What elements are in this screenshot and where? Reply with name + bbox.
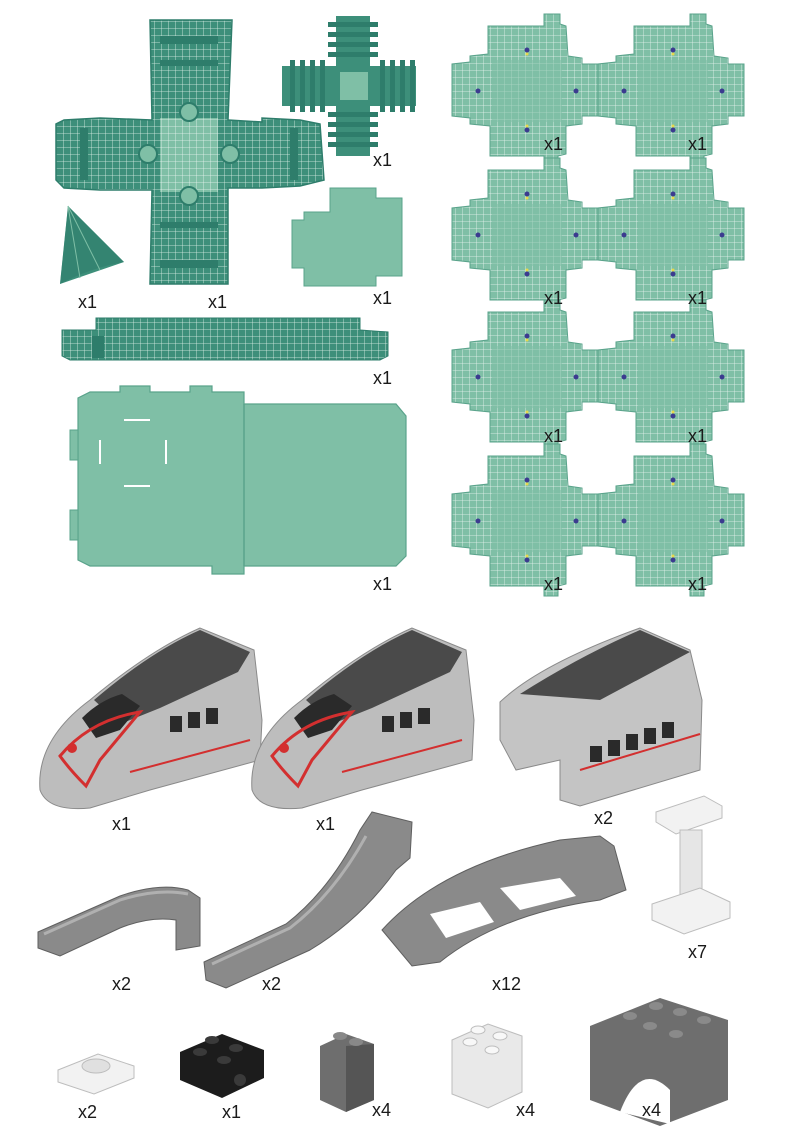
qty-label-arch-brick: x4 — [642, 1100, 662, 1120]
cross-panel-icon — [451, 13, 599, 167]
qty-label-short-ramp: x2 — [112, 974, 132, 994]
qty-label-small-cross-4: x1 — [688, 288, 708, 308]
cross-panel-icon — [451, 299, 599, 453]
qty-label-round-plate: x2 — [78, 1102, 98, 1122]
train-carriage-icon — [499, 627, 703, 807]
cross-panel-icon — [597, 443, 745, 597]
round-plate-icon — [57, 1053, 135, 1095]
white-brick-icon — [451, 1023, 523, 1109]
qty-label-small-cross-8: x1 — [688, 574, 708, 594]
curved-track-icon — [381, 835, 627, 967]
black-brick-icon — [180, 1034, 264, 1098]
train-head-icon — [251, 627, 475, 810]
qty-label-train-head-1: x1 — [112, 814, 132, 834]
qty-label-small-cross-2: x1 — [688, 134, 708, 154]
qty-label-cone: x1 — [78, 292, 98, 312]
qty-label-black-brick: x1 — [222, 1102, 242, 1122]
qty-label-small-box: x1 — [373, 288, 393, 308]
qty-label-pillar: x7 — [688, 942, 708, 962]
qty-label-small-cross-7: x1 — [544, 574, 564, 594]
qty-label-small-cross-6: x1 — [688, 426, 708, 446]
qty-label-small-cross-3: x1 — [544, 288, 564, 308]
qty-label-small-cross-5: x1 — [544, 426, 564, 446]
qty-label-gray-brick: x4 — [372, 1100, 392, 1120]
arch-brick-icon — [590, 998, 728, 1126]
qty-label-large-base: x1 — [373, 574, 393, 594]
cross-panel-icon — [597, 299, 745, 453]
cross-panel-icon — [597, 13, 745, 167]
qty-label-long-strip: x1 — [373, 368, 393, 388]
ramp-track-icon — [37, 886, 201, 957]
strip-panel-icon — [61, 317, 389, 361]
fin-panel-icon — [282, 16, 416, 156]
cross-panel-icon — [597, 157, 745, 311]
train-head-icon — [39, 627, 263, 810]
qty-label-curved-track: x12 — [492, 974, 522, 994]
box-panel-icon — [291, 187, 403, 287]
qty-label-carriage: x2 — [594, 808, 614, 828]
cross-panel-icon — [451, 443, 599, 597]
qty-label-finned-cross: x1 — [373, 150, 393, 170]
ramp-track-icon — [203, 811, 413, 989]
gray-brick-icon — [320, 1032, 374, 1112]
pillar-icon — [651, 795, 731, 935]
qty-label-cross-cut: x1 — [208, 292, 228, 312]
qty-label-small-cross-1: x1 — [544, 134, 564, 154]
cross-panel-icon — [451, 157, 599, 311]
qty-label-train-head-2: x1 — [316, 814, 336, 834]
cross-panel-icon — [55, 19, 325, 285]
cone-icon — [60, 205, 124, 284]
base-panel-icon — [69, 385, 407, 575]
qty-label-long-ramp: x2 — [262, 974, 282, 994]
qty-label-white-brick: x4 — [516, 1100, 536, 1120]
